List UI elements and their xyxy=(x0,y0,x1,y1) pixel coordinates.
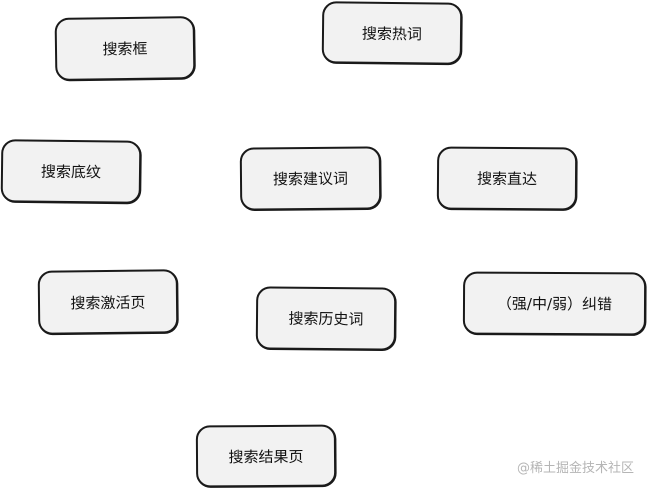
node-search-history[interactable]: 搜索历史词 xyxy=(255,286,397,351)
node-label: 搜索热词 xyxy=(361,24,423,43)
node-label: （强/中/弱）纠错 xyxy=(496,294,613,314)
node-search-hot-words[interactable]: 搜索热词 xyxy=(321,1,463,65)
node-search-direct[interactable]: 搜索直达 xyxy=(436,146,578,211)
node-search-activation-page[interactable]: 搜索激活页 xyxy=(37,269,179,335)
node-label: 搜索底纹 xyxy=(40,162,102,182)
node-spelling-correction[interactable]: （强/中/弱）纠错 xyxy=(462,271,647,336)
node-search-placeholder-text[interactable]: 搜索底纹 xyxy=(0,139,142,204)
node-search-results-page[interactable]: 搜索结果页 xyxy=(195,424,337,488)
node-label: 搜索历史词 xyxy=(288,309,364,329)
node-label: 搜索激活页 xyxy=(70,293,146,312)
node-label: 搜索框 xyxy=(102,39,148,59)
node-label: 搜索建议词 xyxy=(272,169,349,189)
node-search-suggestions[interactable]: 搜索建议词 xyxy=(239,146,382,211)
watermark: @稀土掘金技术社区 xyxy=(516,461,634,476)
node-label: 搜索结果页 xyxy=(228,447,304,466)
node-search-box[interactable]: 搜索框 xyxy=(54,16,196,81)
node-label: 搜索直达 xyxy=(476,169,538,189)
